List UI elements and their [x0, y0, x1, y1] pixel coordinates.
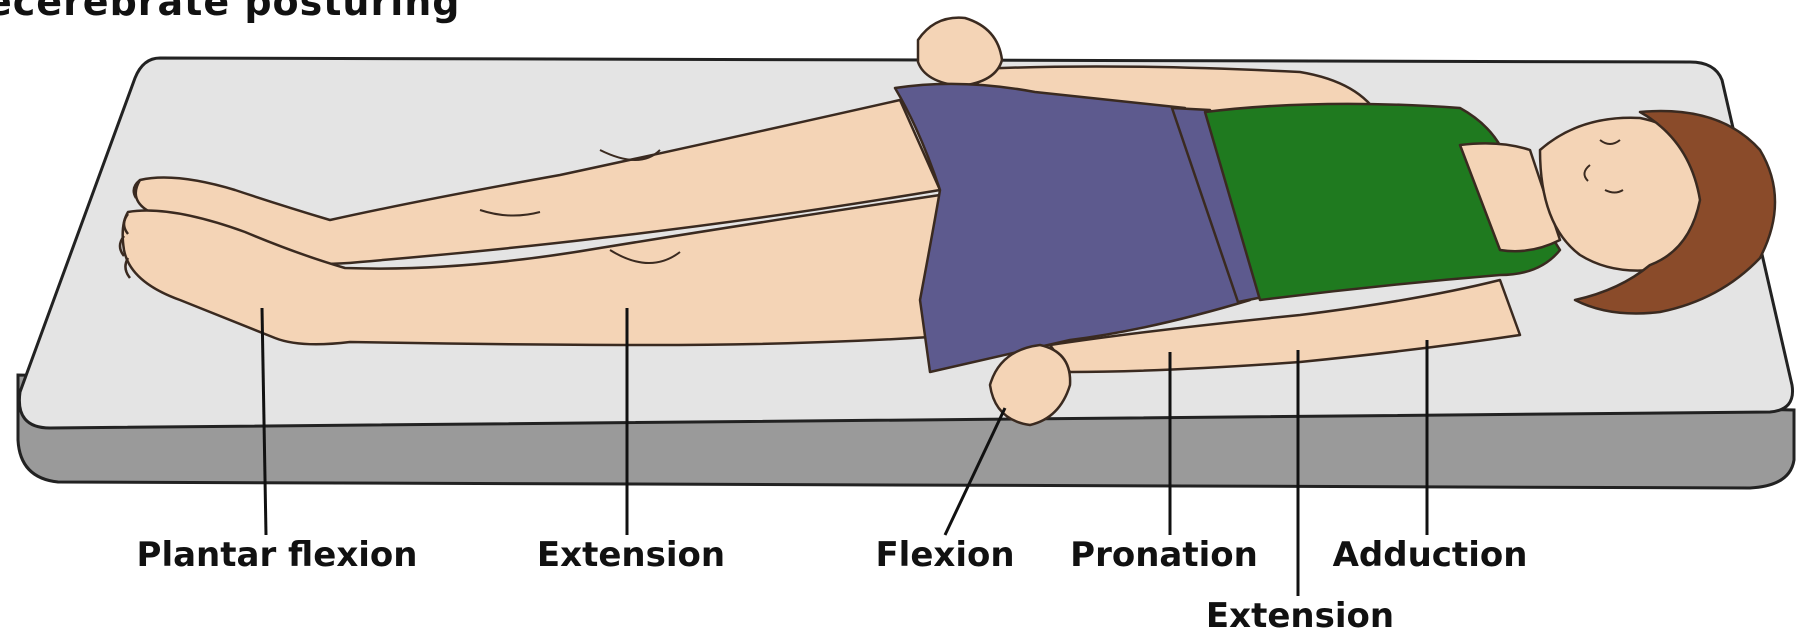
label-pronation: Pronation: [1070, 535, 1258, 575]
upper-fist: [918, 18, 1002, 86]
label-flexion: Flexion: [875, 535, 1014, 575]
label-leg-extension: Extension: [537, 535, 725, 575]
label-plantar-flexion: Plantar flexion: [137, 535, 418, 575]
label-arm-extension: Extension: [1206, 596, 1394, 636]
label-adduction: Adduction: [1333, 535, 1528, 575]
